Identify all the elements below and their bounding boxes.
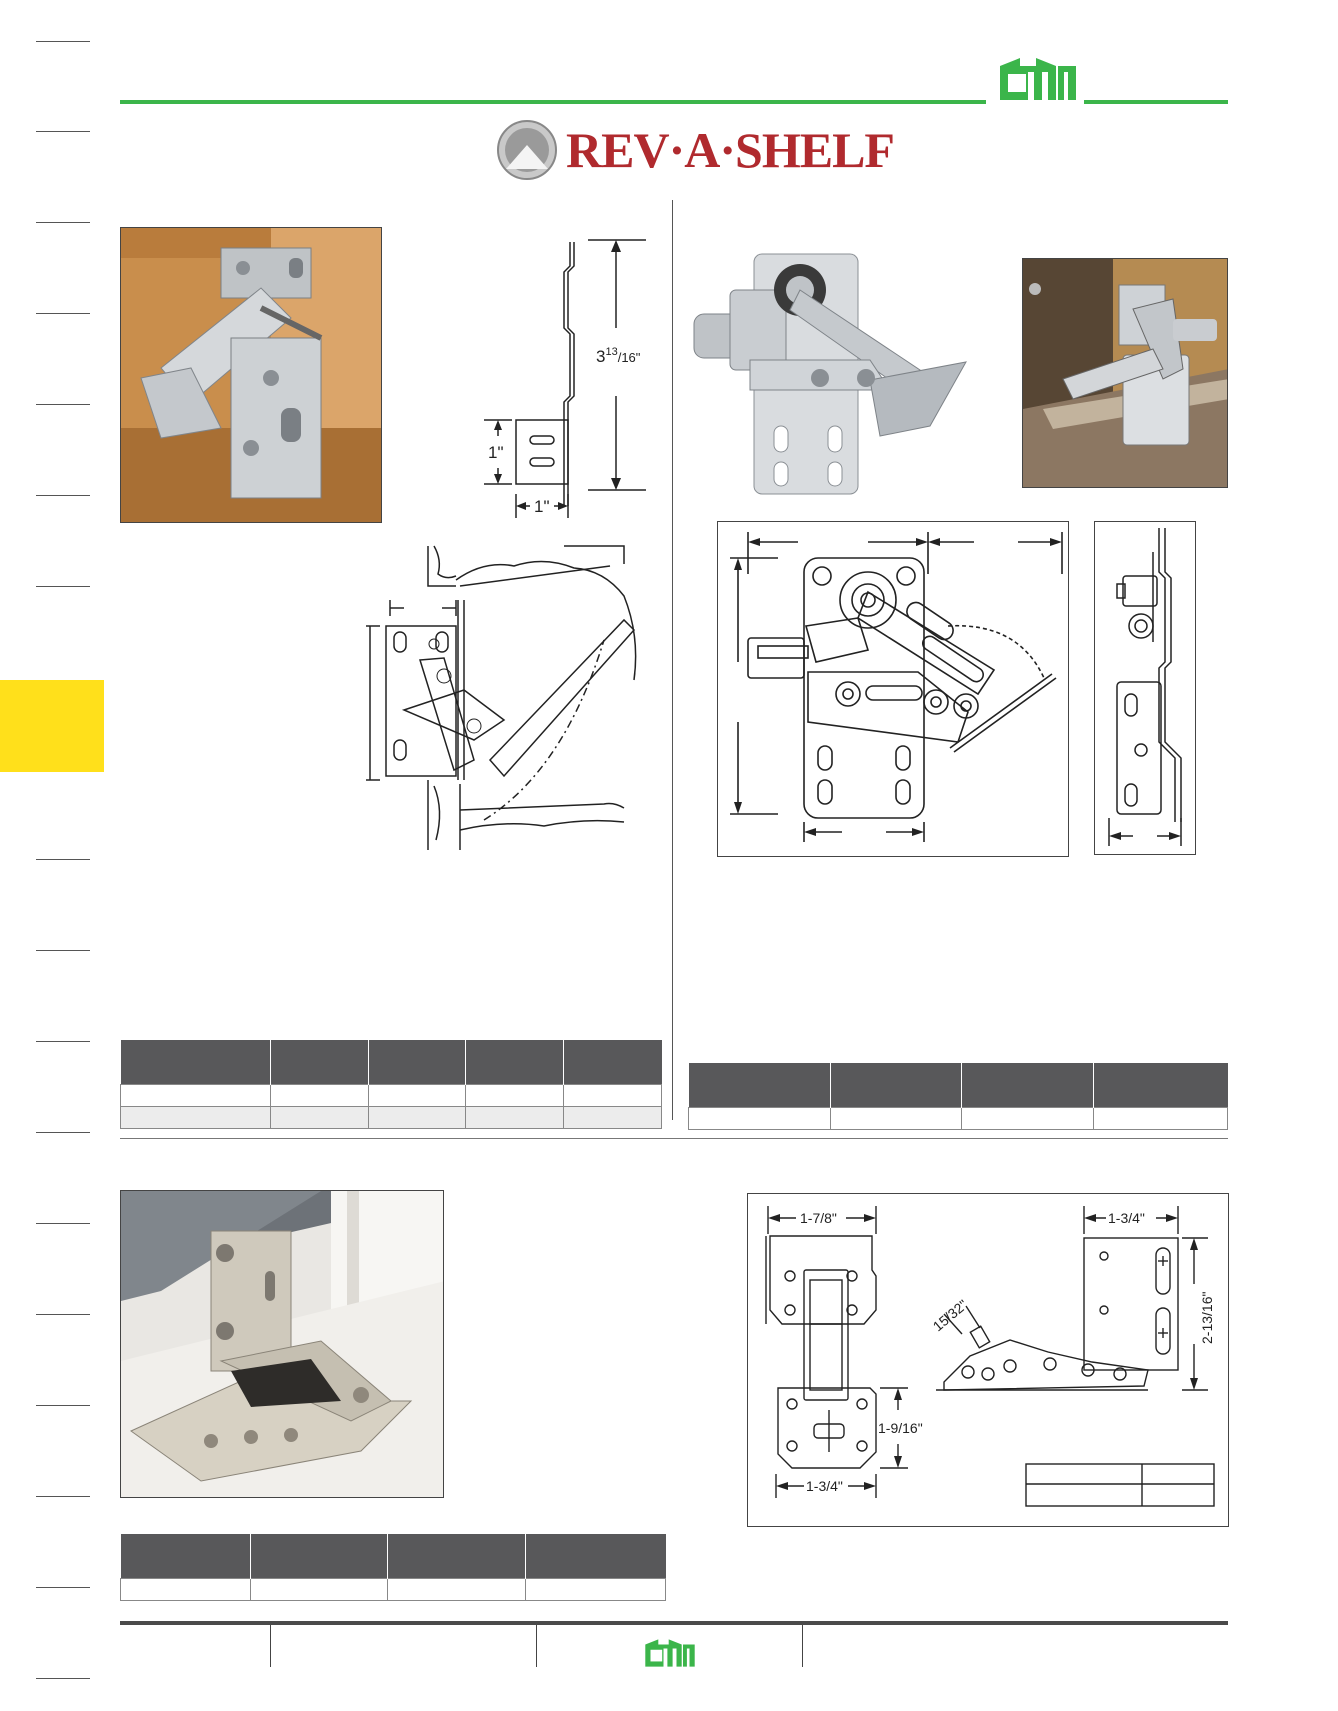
margin-tick xyxy=(36,1405,90,1406)
header-rule-left xyxy=(120,100,986,104)
soft-close-hinge-installed-photo xyxy=(1022,258,1228,488)
dim-width-bottom: 1-3/4" xyxy=(806,1478,843,1494)
margin-tick xyxy=(36,131,90,132)
height-dim-rest: /16" xyxy=(618,350,641,365)
footer-rule xyxy=(120,1621,1228,1625)
margin-tick xyxy=(36,222,90,223)
table-row xyxy=(120,1105,662,1129)
margin-tick xyxy=(36,859,90,860)
column-divider xyxy=(672,200,673,1120)
footer-divider xyxy=(536,1625,537,1667)
table-row xyxy=(120,1577,666,1601)
section-tab[interactable] xyxy=(0,680,104,772)
table-row xyxy=(688,1106,1228,1130)
tilt-hinge-installation-drawing xyxy=(366,545,637,850)
table-row xyxy=(120,1083,662,1107)
header-rule-right xyxy=(1084,100,1228,104)
tilt-hinge-spec-table xyxy=(120,1040,662,1129)
tilt-hinge-dimension-drawing: 313/16" 1" 1" xyxy=(484,239,646,518)
margin-tick xyxy=(36,1132,90,1133)
brand-name: REV·A·SHELF xyxy=(566,122,895,178)
soft-close-hinge-product-image xyxy=(693,253,967,495)
depth-dim: 1" xyxy=(534,497,550,516)
soft-close-hinge-front-drawing xyxy=(717,521,1069,857)
section-divider xyxy=(120,1138,1228,1139)
cm-logo-icon xyxy=(1000,58,1076,100)
margin-tick xyxy=(36,41,90,42)
margin-tick xyxy=(36,313,90,314)
flip-hinge-dimension-drawing: 1-7/8" 1-3/4" 1-9/16" 1-3/4" 2-13/16" 15… xyxy=(747,1193,1229,1527)
margin-tick xyxy=(36,1223,90,1224)
table-header-row xyxy=(688,1063,1228,1107)
margin-tick xyxy=(36,1041,90,1042)
width-dim: 1" xyxy=(488,443,504,462)
table-header-row xyxy=(120,1040,662,1084)
brand-logo: REV·A·SHELF xyxy=(496,116,895,184)
height-dim-sup: 13 xyxy=(605,346,617,358)
margin-tick xyxy=(36,1496,90,1497)
footer-divider xyxy=(802,1625,803,1667)
flip-hinge-photo xyxy=(120,1190,444,1498)
margin-tick xyxy=(36,1678,90,1679)
cm-logo-icon xyxy=(645,1639,695,1667)
soft-close-hinge-side-drawing xyxy=(1094,521,1196,855)
margin-tick xyxy=(36,586,90,587)
margin-tick xyxy=(36,1587,90,1588)
tilt-hinge-photo xyxy=(120,227,382,523)
height-dim: 3 xyxy=(596,347,605,366)
margin-tick xyxy=(36,1314,90,1315)
margin-tick xyxy=(36,495,90,496)
dim-height-lower: 1-9/16" xyxy=(878,1420,923,1436)
soft-close-hinge-spec-table xyxy=(688,1063,1228,1130)
footer-divider xyxy=(270,1625,271,1667)
dim-width-top-right: 1-3/4" xyxy=(1108,1210,1145,1226)
margin-tick xyxy=(36,404,90,405)
flip-hinge-spec-table xyxy=(120,1534,666,1601)
margin-tick xyxy=(36,950,90,951)
dim-offset: 15/32" xyxy=(930,1296,971,1334)
table-header-row xyxy=(120,1534,666,1578)
dim-height-right: 2-13/16" xyxy=(1199,1292,1215,1344)
rev-a-shelf-circle-icon xyxy=(497,120,557,180)
svg-text:313/16": 313/16" xyxy=(596,346,641,366)
dim-width-top-left: 1-7/8" xyxy=(800,1210,837,1226)
